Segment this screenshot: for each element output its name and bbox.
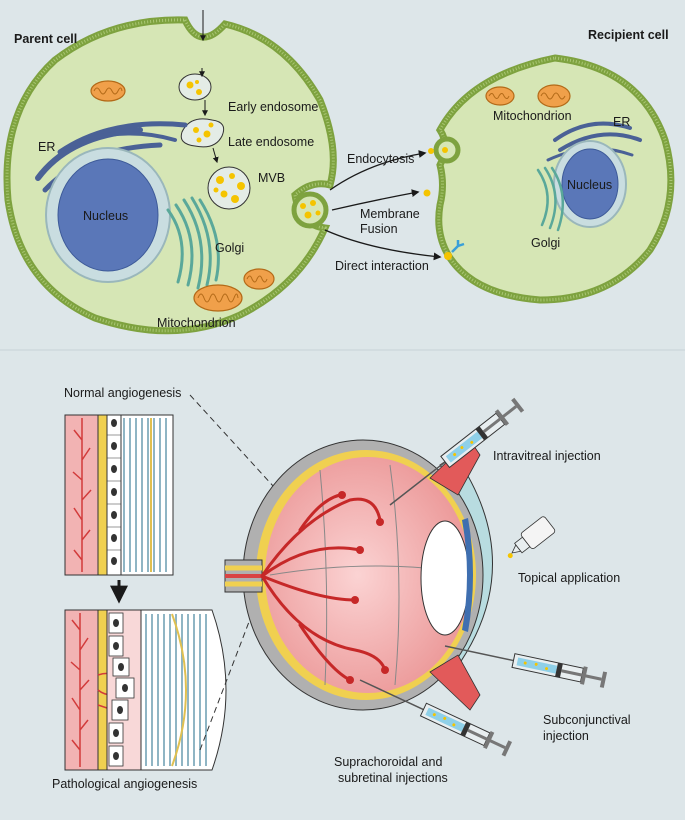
direct-interaction-label: Direct interaction (335, 259, 429, 273)
er-label-parent: ER (38, 140, 55, 154)
golgi-label-recipient: Golgi (531, 236, 560, 250)
suprachoroidal-label-1: Suprachoroidal and (334, 755, 442, 769)
nucleus-label-parent: Nucleus (83, 209, 128, 223)
parent-cell (3, 10, 337, 335)
endocytosis-label: Endocytosis (347, 152, 414, 166)
topical-dropper (507, 516, 556, 559)
subconjunctival-label-1: Subconjunctival (543, 713, 631, 727)
subconjunctival-syringe (444, 645, 608, 688)
late-endosome-label: Late endosome (228, 135, 314, 149)
nucleus-parent (57, 158, 159, 272)
membrane-fusion-label-2: Fusion (360, 222, 398, 236)
recipient-cell (423, 54, 675, 304)
suprachoroidal-syringe (359, 679, 513, 757)
golgi-parent (166, 196, 220, 290)
early-endosome-label: Early endosome (228, 100, 318, 114)
early-endosome-vesicle (178, 73, 212, 101)
mitochondria-parent (90, 80, 275, 312)
suprachoroidal-label-2: subretinal injections (338, 771, 448, 785)
subconjunctival-label-2: injection (543, 729, 589, 743)
intravitreal-syringe (389, 397, 525, 506)
normal-angiogenesis-panel (64, 414, 174, 576)
parent-cell-label: Parent cell (14, 32, 77, 46)
golgi-label-parent: Golgi (215, 241, 244, 255)
transfer-arrows (324, 150, 442, 261)
lens (420, 520, 470, 636)
eye (224, 439, 493, 711)
normal-angiogenesis-label: Normal angiogenesis (64, 386, 181, 400)
er-label-recipient: ER (613, 115, 630, 129)
pathological-angiogenesis-panel (64, 609, 227, 771)
nucleus-label-recipient: Nucleus (567, 178, 612, 192)
intravitreal-injection-label: Intravitreal injection (493, 449, 601, 463)
pathological-angiogenesis-label: Pathological angiogenesis (52, 777, 197, 791)
recipient-cell-label: Recipient cell (588, 28, 669, 42)
topical-application-label: Topical application (518, 571, 620, 585)
mvb-label: MVB (258, 171, 285, 185)
membrane-fusion-label-1: Membrane (360, 207, 420, 221)
mitochondrion-label-parent: Mitochondrion (157, 316, 236, 330)
mitochondrion-label-recipient: Mitochondrion (493, 109, 572, 123)
